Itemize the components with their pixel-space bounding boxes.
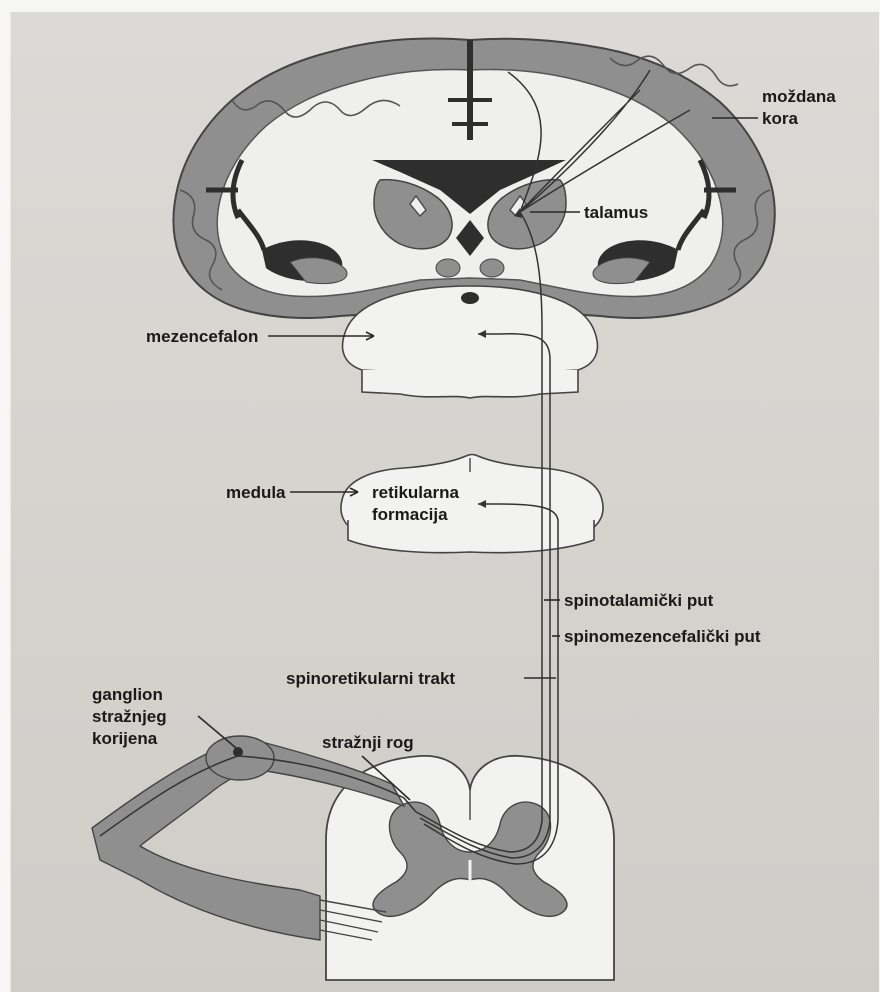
label-reticular-line2: formacija	[372, 505, 448, 524]
medulla-slice	[341, 455, 603, 553]
nucleus-right	[480, 259, 504, 277]
label-spinothalamic: spinotalamički put	[564, 591, 714, 610]
nucleus-left	[436, 259, 460, 277]
brain-coronal-section	[173, 39, 774, 319]
midbrain-slice	[343, 286, 598, 398]
label-spinomesencephalic: spinomezencefalički put	[564, 627, 761, 646]
label-cortex-line2: kora	[762, 109, 798, 128]
label-ganglion-line2: stražnjeg	[92, 707, 167, 726]
cerebral-aqueduct	[461, 292, 479, 304]
label-spinoreticular: spinoretikularni trakt	[286, 669, 455, 688]
label-midbrain: mezencefalon	[146, 327, 258, 346]
label-reticular-line1: retikularna	[372, 483, 459, 502]
label-thalamus: talamus	[584, 203, 648, 222]
label-ganglion-line1: ganglion	[92, 685, 163, 704]
label-medulla: medula	[226, 483, 286, 502]
midbrain-side	[362, 370, 578, 398]
medulla-side	[348, 520, 594, 553]
label-cortex-line1: moždana	[762, 87, 836, 106]
label-ganglion-line3: korijena	[92, 729, 158, 748]
label-dorsal-horn: stražnji rog	[322, 733, 414, 752]
